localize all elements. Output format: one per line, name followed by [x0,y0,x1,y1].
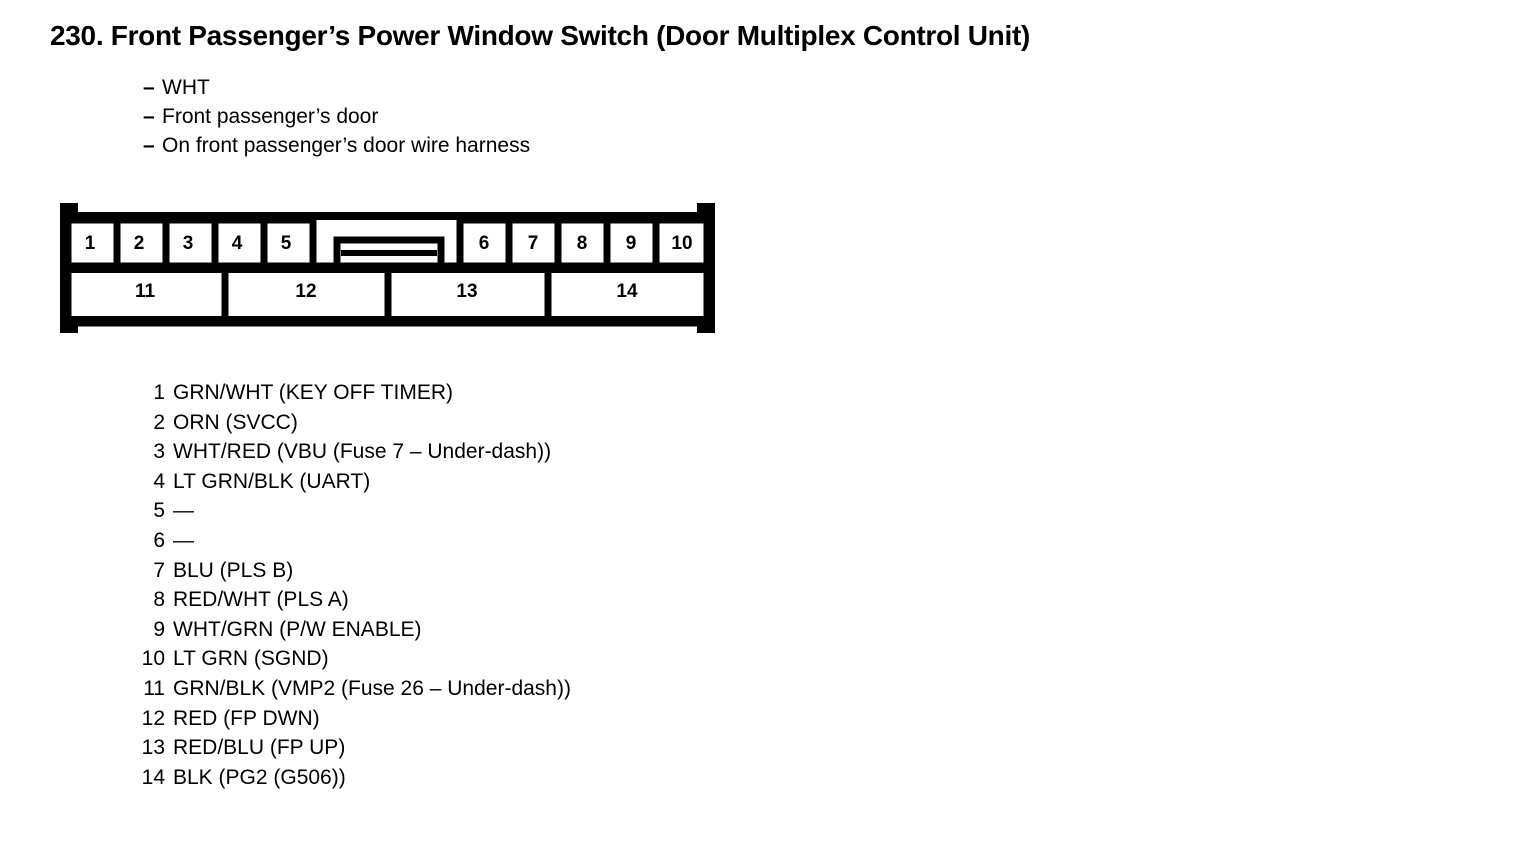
description-text: Front passenger’s door [162,105,379,128]
pin-description: RED/WHT (PLS A) [173,588,349,612]
list-item: 5— [110,496,571,526]
terminal-label-1: 1 [85,233,96,254]
list-item: 7 BLU (PLS B) [110,556,571,586]
description-line-wire-color: –WHT [143,73,530,102]
dash-marker: – [143,134,155,157]
terminal-label-4: 4 [232,233,243,254]
description-text: WHT [162,76,210,99]
terminal-label-10: 10 [671,233,692,254]
terminal-label-3: 3 [183,233,194,254]
terminal-label-13: 13 [456,281,477,302]
list-item: 1 GRN/WHT (KEY OFF TIMER) [110,378,571,408]
terminal-label-5: 5 [281,233,292,254]
pin-description: — [173,499,194,523]
list-item: 12 RED (FP DWN) [110,704,571,734]
terminal-label-12: 12 [295,281,316,302]
terminal-label-7: 7 [528,233,539,254]
pin-description: ORN (SVCC) [173,410,298,434]
terminal-cell-14 [544,262,711,327]
body-top-edge-right [452,212,707,220]
pin-description: WHT/GRN (P/W ENABLE) [173,617,422,641]
list-item: 13 RED/BLU (FP UP) [110,733,571,763]
center-latch-icon [333,236,445,270]
pin-number: 1 [153,381,165,404]
connector-diagram: 1 2 3 4 5 6 7 8 9 10 11 12 13 14 [60,203,715,333]
list-item: 8 RED/WHT (PLS A) [110,585,571,615]
list-item: 9 WHT/GRN (P/W ENABLE) [110,615,571,645]
terminal-label-6: 6 [479,233,490,254]
pin-number: 9 [153,617,165,641]
pin-description: LT GRN/BLK (UART) [173,469,371,493]
pin-description: WHT/RED (VBU (Fuse 7 – Under-dash)) [173,440,552,464]
page-title: 230. Front Passenger’s Power Window Swit… [50,20,1031,51]
pin-description: — [173,528,194,552]
pin-number: 8 [153,588,165,612]
description-line-harness: –On front passenger’s door wire harness [143,131,530,160]
list-item: 11 GRN/BLK (VMP2 (Fuse 26 – Under-dash)) [110,674,571,704]
pin-number: 13 [141,736,165,760]
list-item: 6— [110,526,571,556]
terminal-label-9: 9 [626,233,637,254]
connector-description-list: –WHT –Front passenger’s door –On front p… [143,73,530,160]
pin-number: 7 [153,558,165,582]
list-item: 4 LT GRN/BLK (UART) [110,467,571,497]
description-text: On front passenger’s door wire harness [162,134,531,157]
pin-description: LT GRN (SGND) [173,647,329,671]
body-top-edge-left [68,212,616,220]
dash-marker: – [143,105,155,128]
pin-number: 11 [143,676,165,700]
list-item: 10 LT GRN (SGND) [110,644,571,674]
pin-number: 5 [153,499,165,523]
terminal-label-14: 14 [616,281,638,302]
list-item: 3 WHT/RED (VBU (Fuse 7 – Under-dash)) [110,437,571,467]
list-item: 14 BLK (PG2 (G506)) [110,763,571,793]
description-line-location: –Front passenger’s door [143,102,530,131]
pin-number: 4 [153,469,165,493]
terminal-group-bottom [64,262,711,327]
pin-description: GRN/WHT (KEY OFF TIMER) [173,381,454,404]
terminal-label-8: 8 [577,233,588,254]
dash-marker: – [143,76,155,99]
pin-number: 12 [141,706,165,730]
pin-number: 10 [141,647,165,671]
pin-number: 2 [153,410,165,434]
pin-description: RED/BLU (FP UP) [173,736,346,760]
pin-description: GRN/BLK (VMP2 (Fuse 26 – Under-dash)) [173,676,571,700]
pin-number: 14 [141,765,165,789]
terminal-label-2: 2 [134,233,145,254]
pin-description: BLU (PLS B) [173,558,294,582]
pin-number: 3 [153,440,165,464]
list-item: 2 ORN (SVCC) [110,408,571,438]
terminal-label-11: 11 [135,281,156,302]
pin-description: RED (FP DWN) [173,706,320,730]
pin-description: BLK (PG2 (G506)) [173,765,346,789]
pin-number: 6 [153,528,165,552]
